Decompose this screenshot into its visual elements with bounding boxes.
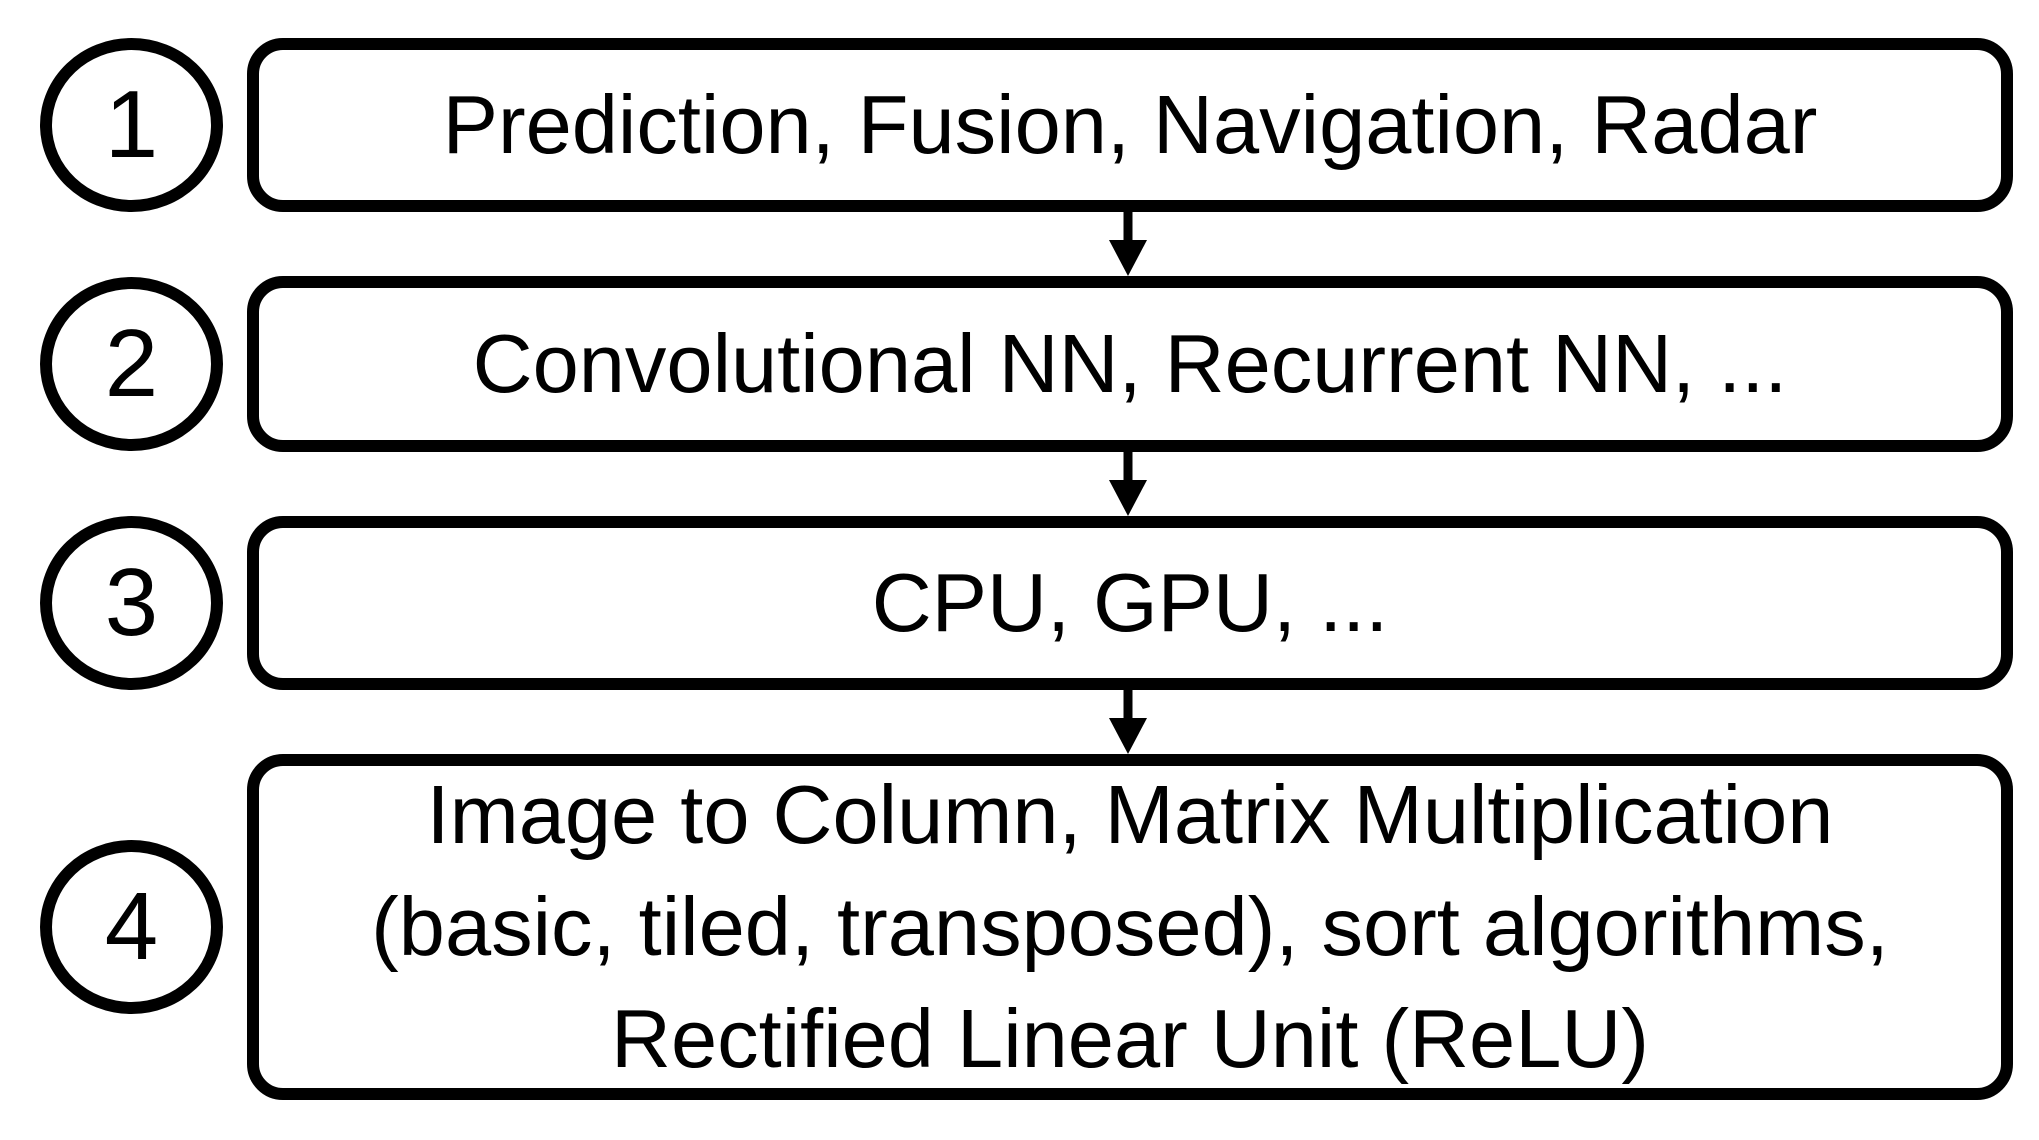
step-circle-2: 2 <box>40 277 223 451</box>
arrow-head <box>1109 718 1147 754</box>
box-text-line: (basic, tiled, transposed), sort algorit… <box>371 880 1889 973</box>
step-number-4: 4 <box>104 873 159 980</box>
box-text-line: Prediction, Fusion, Navigation, Radar <box>442 78 1818 171</box>
flow-arrow-2 <box>1109 452 1147 516</box>
step-circle-3: 3 <box>40 516 223 690</box>
flow-arrow-1 <box>1109 212 1147 276</box>
step-number-2: 2 <box>104 310 159 417</box>
step-box-applications: Prediction, Fusion, Navigation, Radar <box>247 38 2013 212</box>
box-text-line: CPU, GPU, ... <box>871 556 1389 649</box>
step-circle-4: 4 <box>40 840 223 1014</box>
flow-arrow-3 <box>1109 690 1147 754</box>
box-text-line: Convolutional NN, Recurrent NN, ... <box>472 317 1788 410</box>
arrow-head <box>1109 240 1147 276</box>
box-text-line: Image to Column, Matrix Multiplication <box>426 768 1834 861</box>
step-box-hardware: CPU, GPU, ... <box>247 516 2013 690</box>
step-number-3: 3 <box>104 549 159 656</box>
arrow-head <box>1109 480 1147 516</box>
step-number-1: 1 <box>104 71 159 178</box>
box-text-line: Rectified Linear Unit (ReLU) <box>611 992 1649 1085</box>
step-box-kernels: Image to Column, Matrix Multiplication (… <box>247 754 2013 1100</box>
step-box-networks: Convolutional NN, Recurrent NN, ... <box>247 276 2013 452</box>
step-circle-1: 1 <box>40 38 223 212</box>
